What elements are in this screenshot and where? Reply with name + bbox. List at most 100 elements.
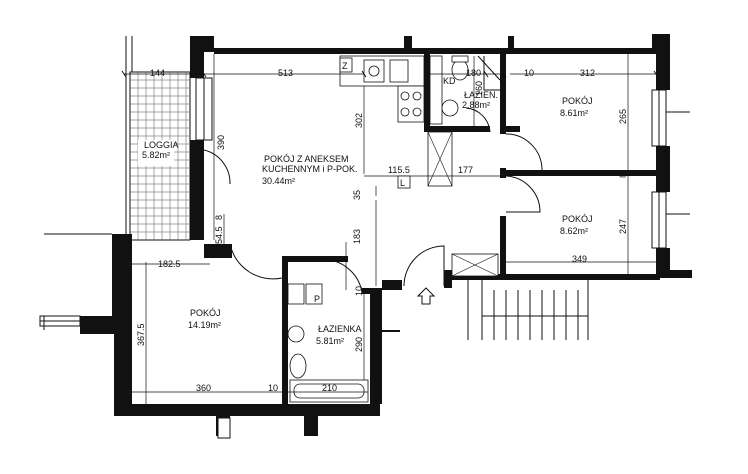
wall-right [656,146,670,192]
wall-stub [404,36,412,50]
dim-367-5: 367.5 [136,323,146,346]
marker-kd: KD [443,76,456,86]
windows [39,77,690,330]
door-loggia-arc [203,149,231,185]
room-ne-area: 8.61m² [560,108,588,118]
dimension-labels: 144 513 180 10 312 390 302 160 265 115.5… [136,68,628,393]
wc-tank [451,55,469,63]
bath-toilet [289,353,307,379]
walls [80,34,692,436]
window-line [658,90,690,146]
dim-513: 513 [278,68,293,78]
wall-entry [382,280,402,290]
dim-182-5: 182.5 [158,259,181,269]
door-ne-arc [505,133,543,171]
room-living-name-2: KUCHENNYM i P-POK. [262,164,358,174]
room-living-area: 30.44m² [262,176,295,186]
dim-177: 177 [458,165,473,175]
wall-bath-top [282,256,348,262]
room-loggia-area: 5.82m² [142,150,170,160]
dim-10-mid: 10 [354,286,364,296]
fixtures [217,55,501,439]
sink-bowl [368,65,380,77]
burner [412,91,422,101]
wall-wc [424,54,430,130]
kitchen-drainer [389,59,409,83]
marker-z: Z [342,61,348,71]
bath-p-box [305,283,323,305]
bath-tub-inner [293,383,365,399]
room-e-area: 8.62m² [560,226,588,236]
markers: Z KD P L [314,57,456,304]
door-bath-arc [329,259,363,293]
doors [203,107,543,293]
wall-wc [504,126,520,132]
room-wc-area: 2.88m² [462,100,490,110]
dim-115-5: 115.5 [388,165,410,175]
wc-shower [477,55,501,91]
wall-left [112,234,132,324]
wall-left [114,334,132,414]
wall-right-corner [656,270,692,278]
wall-left-corner [80,316,132,334]
wall-partition [500,216,506,278]
window-line [40,316,80,330]
wall-loggia [190,52,204,78]
room-sw-name: POKÓJ [190,308,221,318]
shaft-cross [427,131,453,187]
burner [412,107,422,117]
dim-54-5: 54.5 [214,226,224,244]
wall-stub [304,416,318,436]
dimension-lines [121,54,659,404]
burner [400,91,410,101]
wall-loggia [190,140,204,240]
wall-stub [380,330,400,332]
dim-390: 390 [216,135,226,150]
wall-bath-left [282,258,288,404]
dim-349: 349 [572,254,587,264]
marker-z-box [339,57,353,73]
room-living-name-1: POKÓJ Z ANEKSEM [264,154,349,164]
window-line [658,192,690,248]
bath-basin [287,325,305,343]
wall-partition [500,168,506,178]
wall-entry [444,270,452,288]
wc-cabinet [429,55,443,125]
room-wc-name: ŁAZIEN. [464,90,498,100]
bath-washer [287,283,305,305]
wall-right [656,248,670,274]
wall-east-partition [504,170,656,176]
dim-144: 144 [150,68,165,78]
loggia-label-bg [138,140,174,166]
dim-ticks [121,70,659,78]
room-ne-name: POKÓJ [562,96,593,106]
wall-bath-right [370,288,382,404]
dim-210: 210 [322,383,337,393]
stair-treads [467,280,589,340]
room-sw-area: 14.19m² [188,320,221,330]
radiator [217,417,231,439]
loggia-rail [125,36,133,240]
wall-segment [652,34,670,54]
dim-290: 290 [354,337,364,352]
marker-l: L [400,178,405,188]
wall-wc-bottom [424,126,490,132]
door-e-arc [505,175,541,213]
dim-247: 247 [618,219,628,234]
wall-wc-right [500,54,506,134]
room-e-name: POKÓJ [562,214,593,224]
door-wc-arc [465,107,491,133]
balcony-line [44,233,112,235]
room-loggia-name: LOGGIA [144,140,179,150]
door-entry-arc [403,245,445,287]
staircase [467,280,589,340]
loggia-tiles [125,36,191,241]
entry-arrow-icon [416,287,436,305]
wc-basin [441,99,459,117]
room-labels: LOGGIA 5.82m² POKÓJ Z ANEKSEM KUCHENNYM … [142,90,593,346]
room-bath-name: ŁAZIENKA [318,324,362,334]
dim-302: 302 [354,113,364,128]
shaft-cross [451,253,499,277]
dim-8-left: 8 [214,215,224,220]
